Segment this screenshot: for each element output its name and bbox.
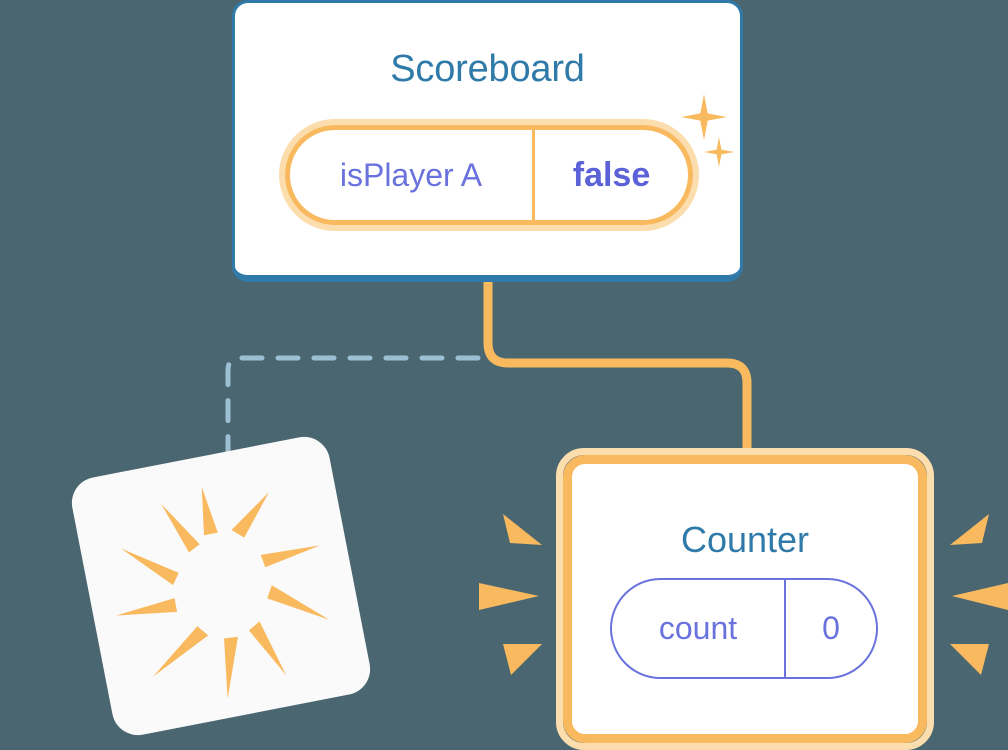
scoreboard-state-value: false	[572, 155, 651, 194]
scoreboard-pill-divider	[532, 130, 535, 220]
counter-title: Counter	[680, 519, 810, 560]
counter-pill-divider	[784, 580, 786, 677]
dashed-blue-connector	[225, 355, 481, 475]
counter-state-key: count	[658, 610, 738, 646]
scoreboard-card[interactable]: Scoreboard isPlayer A false	[232, 0, 743, 282]
scoreboard-state-pill[interactable]: isPlayer A false	[279, 119, 699, 231]
solid-orange-connector	[483, 280, 752, 462]
scoreboard-title: Scoreboard	[390, 48, 585, 90]
scoreboard-state-key: isPlayer A	[339, 156, 483, 193]
counter-state-pill[interactable]: count 0	[610, 578, 878, 679]
burst-rays-icon	[115, 486, 330, 699]
scoreboard-state-pill-inner: isPlayer A false	[285, 125, 693, 225]
counter-state-value: 0	[822, 610, 840, 646]
rerendered-component-card[interactable]	[67, 432, 375, 740]
